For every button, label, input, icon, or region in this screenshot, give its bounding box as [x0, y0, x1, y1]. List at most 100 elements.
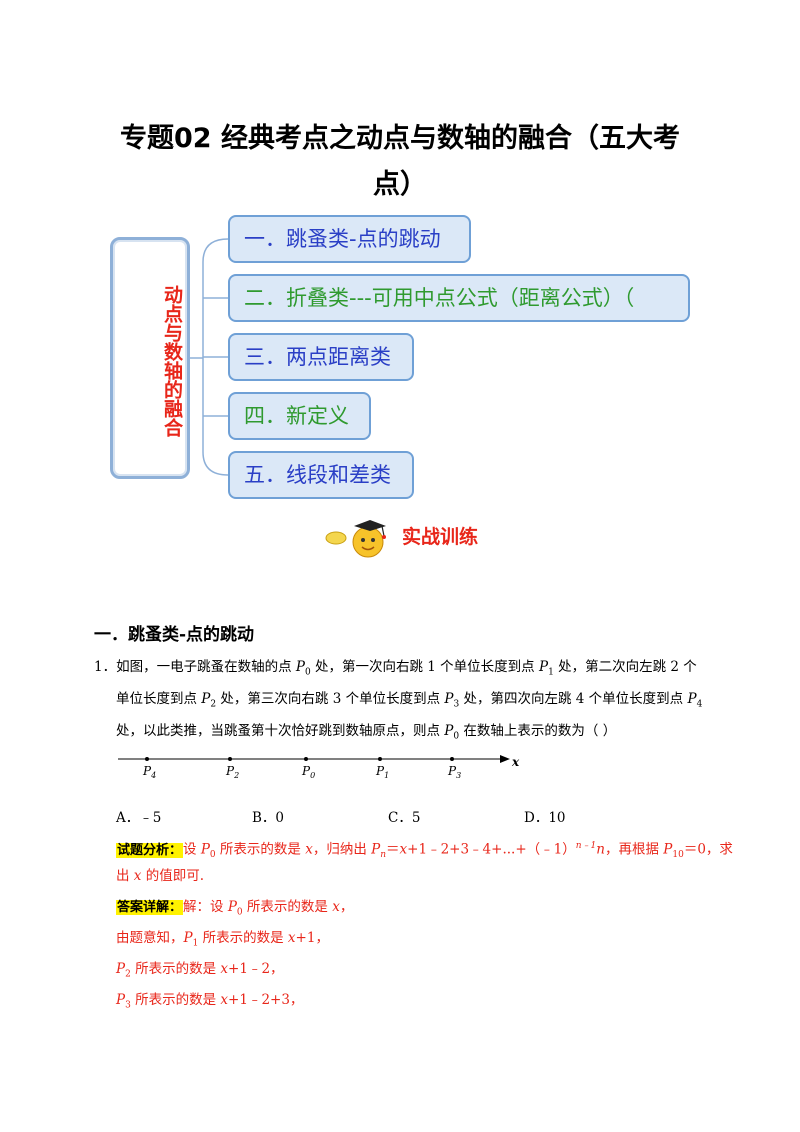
- subscript: 0: [236, 907, 243, 918]
- var-n: n: [380, 850, 387, 861]
- text: ＝: [386, 841, 400, 858]
- problem-line-1: 1．如图，一电子跳蚤在数轴的点 P0 处，第一次向右跳 1 个单位长度到点 P1…: [94, 657, 697, 683]
- mindmap-node-3: 三．两点距离类: [228, 333, 414, 381]
- problem-number: 1．: [94, 659, 117, 675]
- option-c: C．5: [388, 810, 421, 826]
- var-p: P: [116, 961, 126, 977]
- label-p1: P1: [375, 764, 389, 780]
- title-line-2: 点）: [373, 169, 427, 200]
- text: 处，第四次向左跳 4 个单位长度到点: [459, 691, 688, 707]
- var-x: x: [287, 930, 296, 946]
- text: 处，第一次向右跳 1 个单位长度到点: [310, 659, 539, 675]
- mindmap-node-1: 一．跳蚤类-点的跳动: [228, 215, 471, 263]
- answer-line-4: P3 所表示的数是 x+1﹣2+3，: [116, 990, 303, 1016]
- text: +1﹣2+3，: [228, 992, 304, 1008]
- section-heading: 一．跳蚤类-点的跳动: [94, 625, 255, 645]
- subscript: 10: [672, 850, 684, 861]
- var-p: P: [201, 691, 211, 707]
- option-a: A．﹣5: [116, 810, 162, 826]
- point-p2: [228, 757, 232, 761]
- subscript: 0: [453, 731, 460, 742]
- label-p2: P2: [225, 764, 239, 780]
- analysis-line-1: 试题分析：设 P0 所表示的数是 x，归纳出 Pn＝x+1﹣2+3﹣4+...+…: [116, 836, 733, 865]
- text: 处，以此类推，当跳蚤第十次恰好跳到数轴原点，则点: [116, 723, 445, 739]
- mascot-icon: [325, 520, 386, 558]
- text: ＝0，求: [683, 841, 733, 858]
- answer-line-2: 由题意知，P1 所表示的数是 x+1，: [116, 928, 329, 954]
- text: ，: [339, 899, 354, 915]
- answer-tag: 答案详解：: [116, 900, 184, 915]
- var-x: x: [133, 868, 142, 884]
- var-x: x: [399, 841, 408, 858]
- var-p: P: [371, 841, 381, 858]
- text: ，归纳出: [312, 841, 372, 858]
- text: +1﹣2，: [228, 961, 284, 977]
- text: 单位长度到点: [116, 691, 202, 707]
- text: 如图，一电子跳蚤在数轴的点: [116, 659, 296, 675]
- mindmap-connectors: [190, 238, 229, 476]
- problem-line-3: 处，以此类推，当跳蚤第十次恰好跳到数轴原点，则点 P0 在数轴上表示的数为（ ）: [116, 721, 616, 747]
- label-p3: P3: [447, 764, 461, 780]
- analysis-line-2: 出 x 的值即可.: [116, 866, 204, 886]
- subscript: 3: [453, 699, 460, 710]
- var-x: x: [220, 992, 229, 1008]
- text: +1﹣2+3﹣4+...+（﹣1）: [407, 841, 576, 858]
- text: 由题意知，: [116, 930, 184, 946]
- text: 所表示的数是: [242, 899, 333, 915]
- practice-heading: 实战训练: [322, 516, 502, 560]
- var-p: P: [295, 659, 305, 675]
- text: 处，第二次向左跳 2 个: [553, 659, 697, 675]
- point-p1: [378, 757, 382, 761]
- point-p3: [450, 757, 454, 761]
- point-p0: [304, 757, 308, 761]
- subscript: 2: [125, 969, 131, 980]
- number-line-figure: P4 P2 P0 P1 P3 x: [118, 755, 520, 780]
- label-p4: P4: [142, 764, 156, 780]
- var-p: P: [663, 841, 673, 858]
- mindmap-root: 动点与数轴的融合: [110, 237, 190, 479]
- axis-arrow-icon: [500, 755, 510, 763]
- title-line-1: 专题02 经典考点之动点与数轴的融合（五大考: [120, 123, 680, 154]
- var-x: x: [332, 899, 340, 915]
- var-p: P: [116, 992, 126, 1008]
- option-d: D．10: [524, 810, 566, 826]
- var-p: P: [183, 930, 193, 946]
- superscript: n﹣1: [575, 841, 597, 851]
- answer-line-1: 答案详解：解：设 P0 所表示的数是 x，: [116, 897, 353, 923]
- mindmap-node-2: 二．折叠类---可用中点公式（距离公式）（: [228, 274, 690, 322]
- var-p: P: [200, 841, 210, 858]
- answer-line-3: P2 所表示的数是 x+1﹣2，: [116, 959, 284, 985]
- text: 设: [183, 841, 201, 858]
- text: 所表示的数是: [215, 841, 306, 858]
- point-p4: [145, 757, 149, 761]
- option-b: B．0: [252, 810, 285, 826]
- subscript: 3: [125, 1000, 131, 1011]
- text: 在数轴上表示的数为（ ）: [459, 723, 617, 739]
- mindmap-root-label: 动点与数轴的融合: [161, 285, 183, 437]
- var-p: P: [444, 691, 454, 707]
- subscript: 4: [696, 699, 703, 710]
- text: 出: [116, 868, 134, 884]
- problem-line-2: 单位长度到点 P2 处，第三次向右跳 3 个单位长度到点 P3 处，第四次向左跳…: [116, 689, 702, 715]
- subscript: 0: [304, 667, 311, 678]
- var-p: P: [538, 659, 549, 675]
- text: 解：设: [183, 899, 228, 915]
- mindmap-node-4: 四．新定义: [228, 392, 371, 440]
- var-n: n: [596, 841, 605, 858]
- text: 所表示的数是: [130, 961, 221, 977]
- axis-label-x: x: [511, 755, 520, 769]
- text: +1，: [295, 930, 329, 946]
- var-p: P: [687, 691, 697, 707]
- subscript: 1: [192, 938, 199, 949]
- var-x: x: [305, 841, 313, 858]
- label-p0: P0: [301, 764, 315, 780]
- subscript: 1: [548, 667, 554, 678]
- analysis-tag: 试题分析：: [116, 842, 184, 858]
- text: 的值即可.: [141, 868, 205, 884]
- var-p: P: [444, 723, 454, 739]
- subscript: 0: [209, 850, 216, 861]
- text: ，再根据: [604, 841, 664, 858]
- subscript: 2: [210, 699, 217, 710]
- mindmap-node-5: 五．线段和差类: [228, 451, 414, 499]
- var-p: P: [227, 899, 237, 915]
